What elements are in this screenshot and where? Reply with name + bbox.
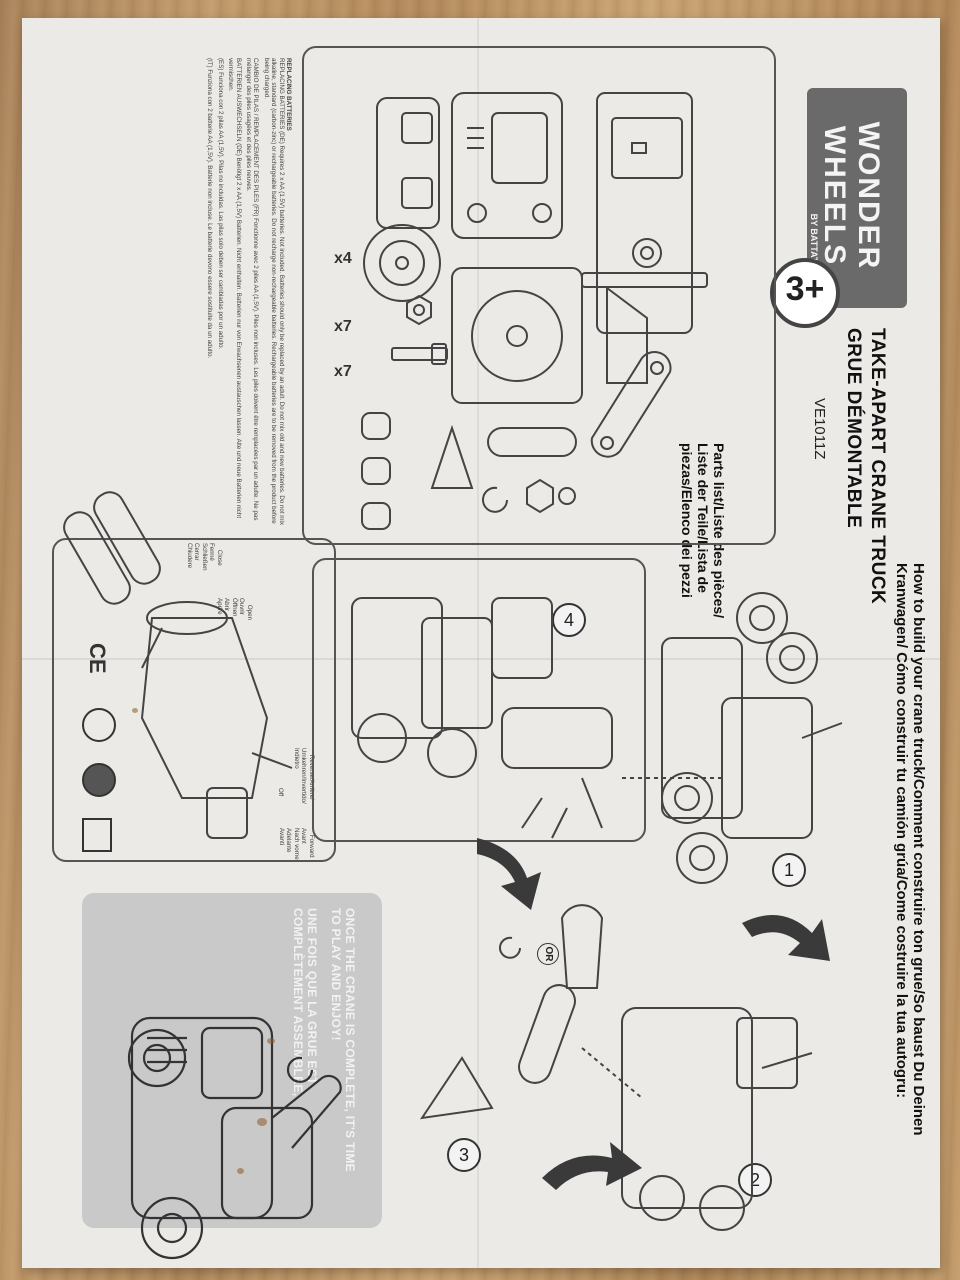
recycle-symbol-icon: [82, 708, 116, 742]
battery-illustration: [63, 491, 293, 839]
age-badge: 3+: [770, 258, 840, 328]
crossed-bin-icon: [82, 818, 112, 852]
battery-panel: [52, 538, 336, 862]
instruction-sheet: WONDER WHEELS BY BATTAT 3+ TAKE-APART CR…: [22, 18, 940, 1268]
parts-illustration: [361, 92, 708, 530]
completed-truck-illustration: [127, 1016, 342, 1260]
age-label: 3+: [785, 270, 825, 308]
stain-spot: [267, 1038, 275, 1044]
count-nuts: x7: [334, 318, 352, 335]
count-bolts: x7: [334, 363, 352, 380]
count-wheels: x4: [334, 250, 352, 267]
paper-fold-horizontal: [22, 658, 940, 660]
stain-spot: [237, 1168, 244, 1174]
mobius-recycle-icon: [82, 763, 116, 797]
paper-fold-vertical: [477, 18, 479, 1268]
parts-list-panel: [302, 46, 776, 545]
step-number-4: 4: [552, 603, 586, 637]
build-steps-illustration: [351, 592, 843, 1231]
stain-spot: [257, 1118, 267, 1126]
step-number-3: 3: [447, 1138, 481, 1172]
stain-spot: [132, 708, 138, 713]
step-number-2: 2: [738, 1163, 772, 1197]
step-number-1: 1: [772, 853, 806, 887]
